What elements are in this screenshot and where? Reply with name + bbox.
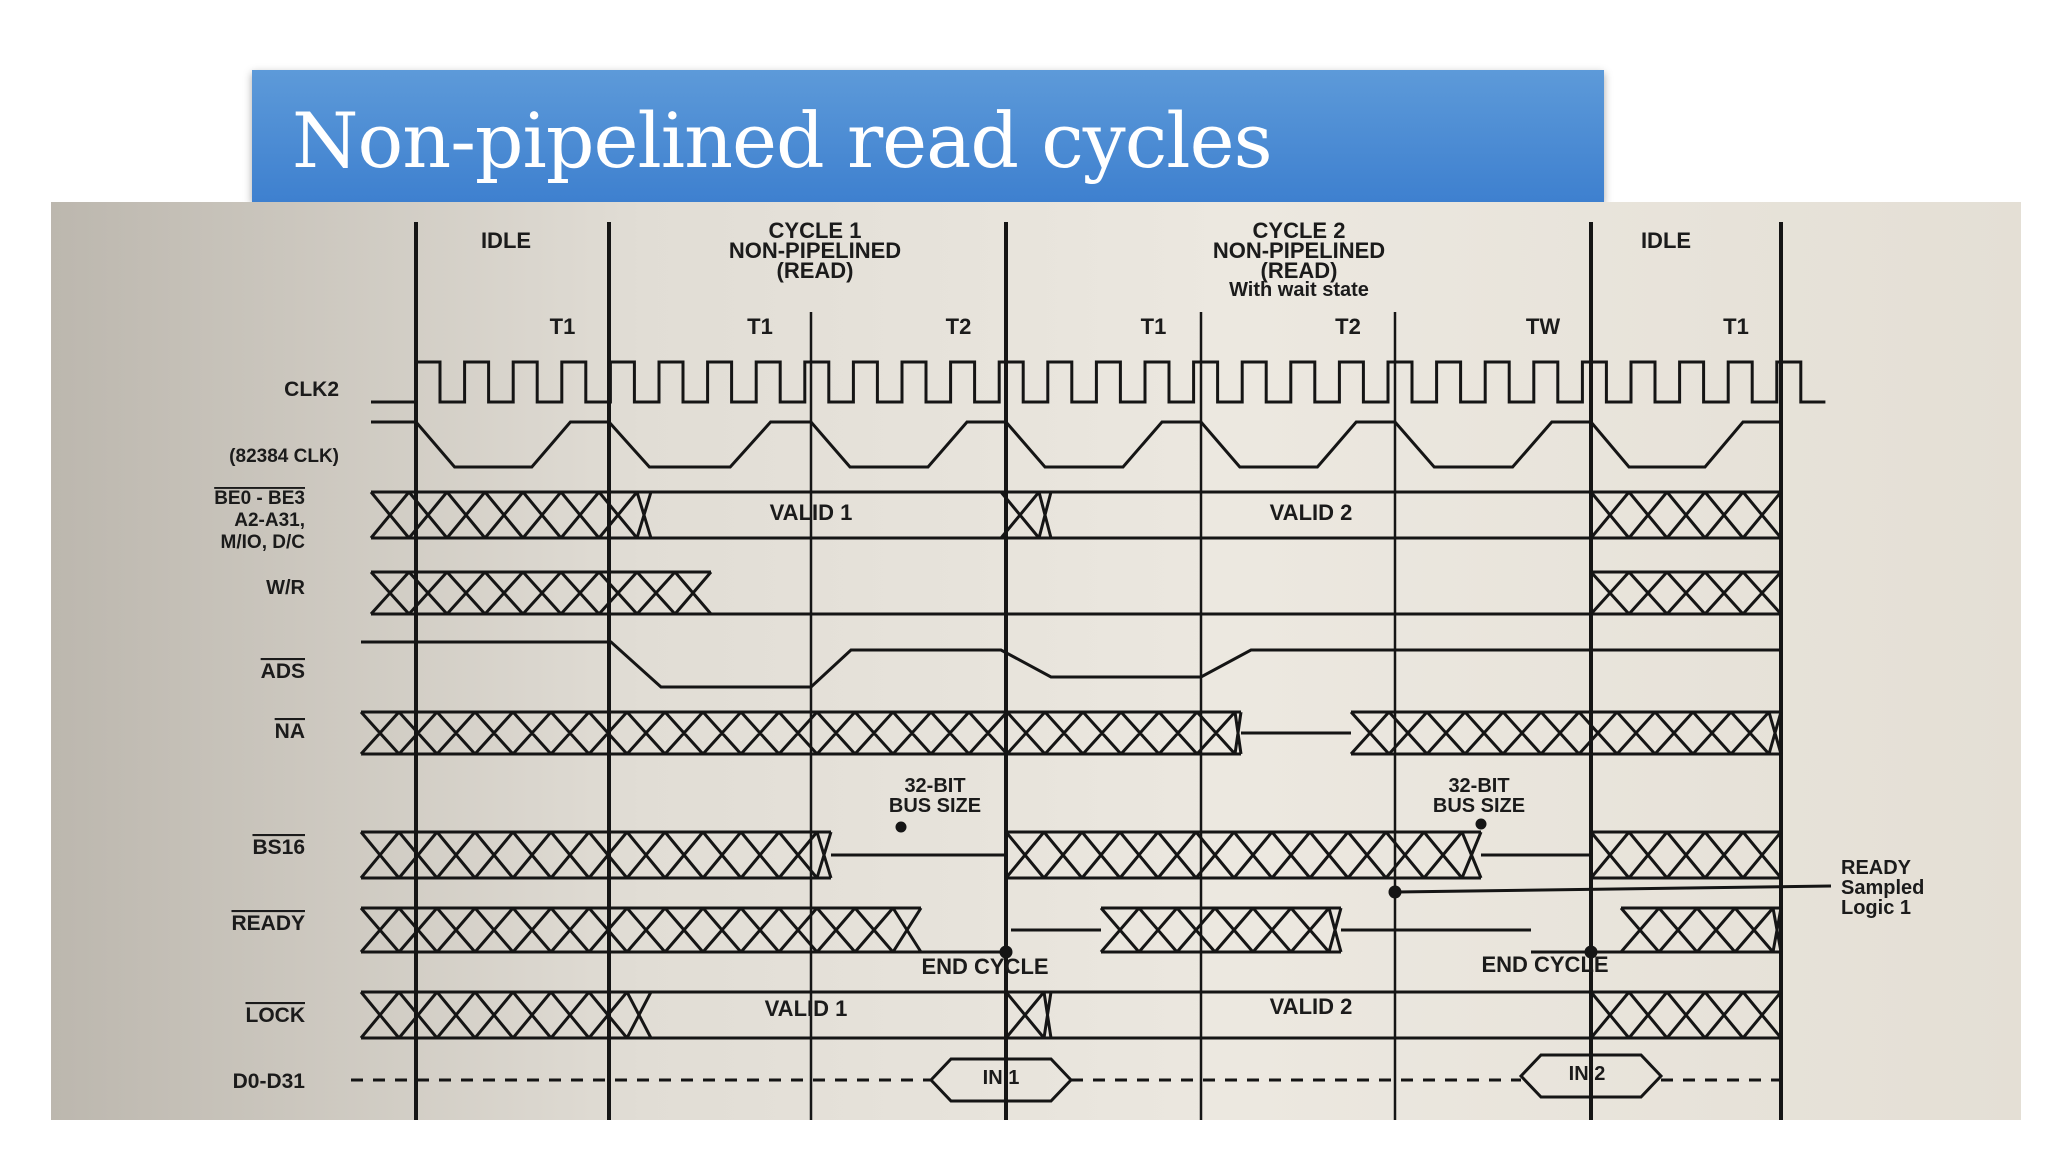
lock-invalid-2: [1589, 990, 1783, 1040]
end-cycle-1-label: END CYCLE: [921, 954, 1048, 979]
tstate-label-4: T2: [1335, 314, 1361, 339]
header-cycle1-line3: (READ): [777, 258, 854, 283]
lock-transition: [1004, 990, 1053, 1040]
ready-sampled-line1: READY: [1841, 857, 1912, 879]
signal-mio-dc: M/IO, D/C: [221, 532, 306, 553]
address-valid-1-label: VALID 1: [770, 500, 853, 525]
address-bus-invalid-2: [1589, 490, 1783, 540]
bus-size-2-dot: [1475, 818, 1487, 830]
address-bus-invalid-1: [369, 490, 653, 540]
lock-valid-2: [1051, 990, 1591, 1040]
bus-size-1-dot: [895, 821, 907, 833]
ready-sampled-arrow: [1394, 884, 1832, 894]
header-cycle2-line1: CYCLE 2: [1253, 218, 1346, 243]
tstate-label-5: TW: [1526, 314, 1560, 339]
end-cycle-2-label: END CYCLE: [1481, 952, 1608, 977]
signal-data: D0-D31: [233, 1070, 306, 1093]
lock-valid-1: [651, 990, 1006, 1040]
diagram-photo-background: [51, 202, 2021, 1120]
end-cycle-2-dot: [1584, 945, 1598, 959]
slide-title: Non-pipelined read cycles: [292, 96, 1273, 185]
header-idle-2: IDLE: [1641, 228, 1691, 253]
bus-size-2-line1: 32-BIT: [1448, 775, 1509, 797]
signal-bs16: BS16: [252, 836, 305, 859]
header-cycle2-line4: With wait state: [1229, 279, 1369, 301]
clk2-waveform: [371, 360, 1826, 404]
signal-clk2: CLK2: [284, 378, 339, 401]
signal-address: A2-A31,: [234, 510, 305, 531]
clk-82384-waveform: [371, 420, 1781, 469]
data-in-1-hexagon: [928, 1057, 1074, 1103]
header-cycle2-line2: NON-PIPELINED: [1213, 238, 1385, 263]
address-bus-valid-2: [1051, 490, 1591, 540]
ready-invalid-3: [1619, 906, 1783, 954]
lock-valid-2-label: VALID 2: [1270, 994, 1353, 1019]
data-in-1-label: IN 1: [983, 1067, 1020, 1089]
data-in-2-label: IN 2: [1569, 1063, 1606, 1085]
tstate-label-2: T2: [946, 314, 972, 339]
signal-ready: READY: [231, 912, 305, 935]
tstate-label-0: T1: [550, 314, 576, 339]
signal-lock: LOCK: [246, 1004, 306, 1027]
signal-ads: ADS: [261, 660, 305, 683]
header-cycle1-line2: NON-PIPELINED: [729, 238, 901, 263]
na-invalid-2: [1349, 710, 1783, 756]
address-valid-2-label: VALID 2: [1270, 500, 1353, 525]
header-cycle1-line1: CYCLE 1: [769, 218, 862, 243]
signal-na: NA: [275, 720, 305, 743]
ready-invalid-2: [1099, 906, 1343, 954]
tstate-label-3: T1: [1141, 314, 1167, 339]
title-bar: Non-pipelined read cycles: [252, 70, 1604, 202]
bs16-invalid-1: [359, 830, 833, 880]
signal-be: BE0 - BE3: [214, 488, 305, 509]
tstate-label-6: T1: [1723, 314, 1749, 339]
lock-valid-1-label: VALID 1: [765, 996, 848, 1021]
bs16-invalid-2: [1004, 830, 1483, 880]
ready-sampled-line3: Logic 1: [1841, 897, 1911, 919]
data-in-2-hexagon: [1518, 1053, 1664, 1099]
timing-diagram-svg: IDLE CYCLE 1 NON-PIPELINED (READ) CYCLE …: [214, 218, 1924, 1120]
signal-82384-clk: (82384 CLK): [229, 446, 339, 467]
end-cycle-1-dot: [999, 945, 1013, 959]
lock-invalid-1: [359, 990, 653, 1040]
bus-size-1-line1: 32-BIT: [904, 775, 965, 797]
wr-invalid-2: [1589, 570, 1783, 616]
ready-invalid-1: [359, 906, 923, 954]
bs16-invalid-3: [1589, 830, 1783, 880]
header-idle-1: IDLE: [481, 228, 531, 253]
bus-size-2-line2: BUS SIZE: [1433, 795, 1525, 817]
na-invalid-1: [359, 710, 1243, 756]
tstate-label-1: T1: [747, 314, 773, 339]
ads-waveform: [361, 640, 1781, 689]
address-bus-transition: [999, 490, 1053, 540]
address-bus-valid-1: [651, 490, 1001, 540]
signal-wr: W/R: [266, 577, 305, 599]
header-cycle2-line3: (READ): [1261, 258, 1338, 283]
wr-invalid-1: [369, 570, 713, 616]
ready-sampled-line2: Sampled: [1841, 877, 1924, 899]
bus-size-1-line2: BUS SIZE: [889, 795, 981, 817]
timing-diagram: IDLE CYCLE 1 NON-PIPELINED (READ) CYCLE …: [51, 202, 2021, 1120]
